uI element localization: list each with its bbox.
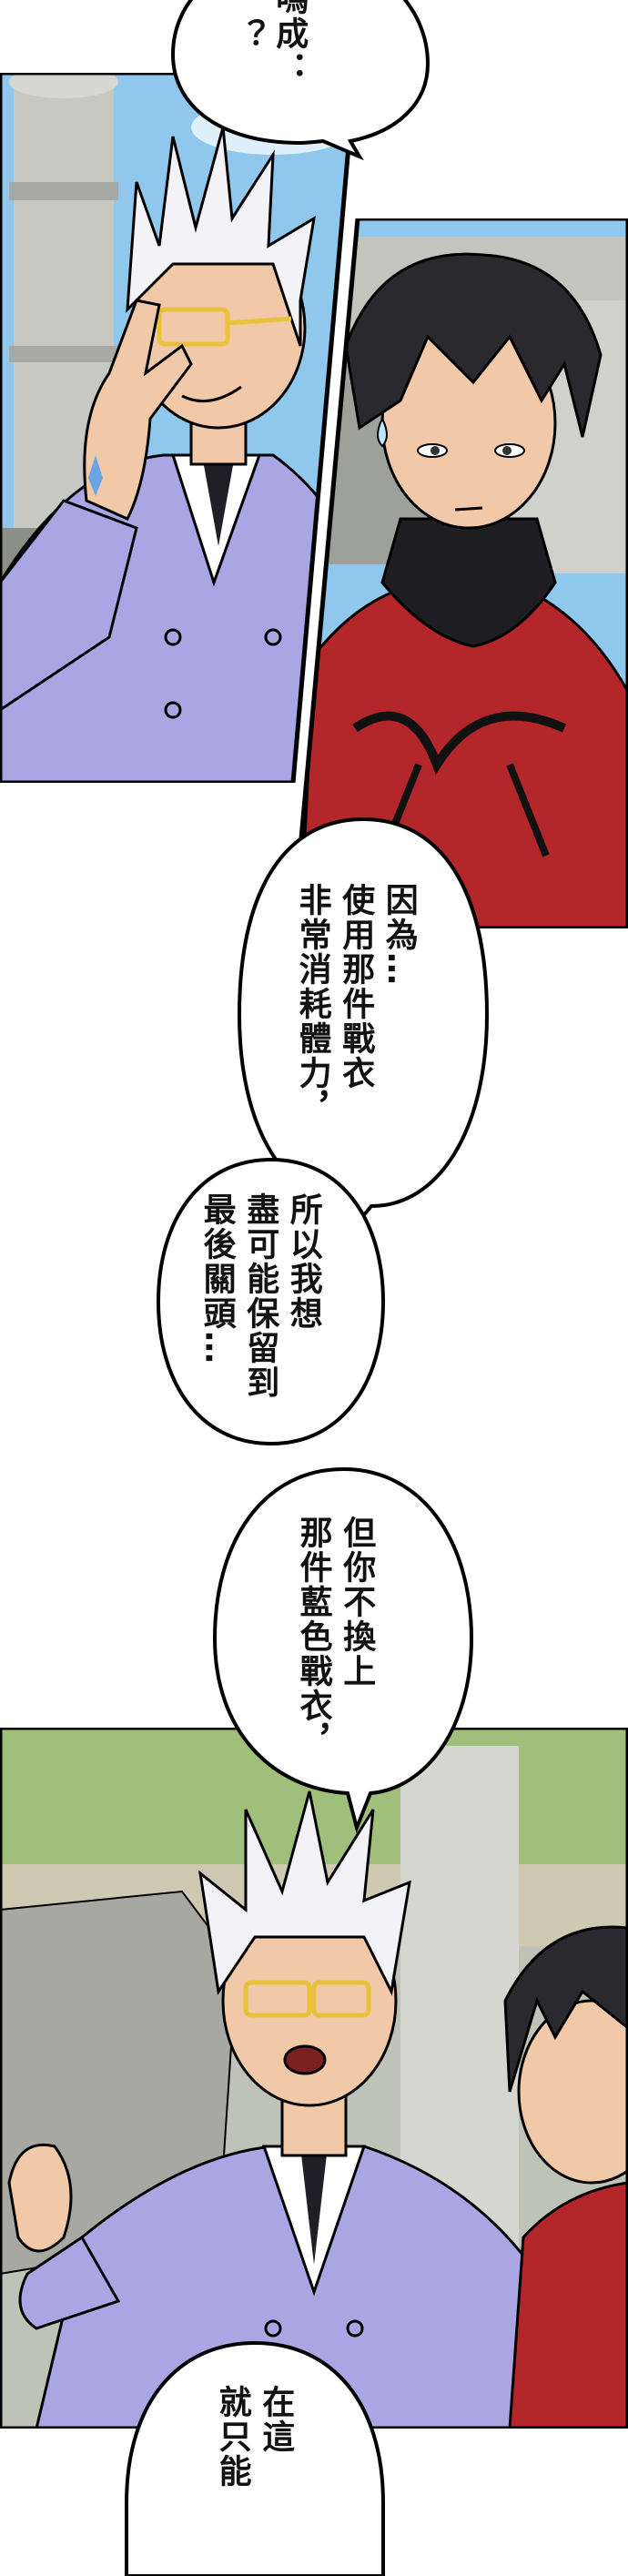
panel-2-art <box>290 218 628 928</box>
bubble-2-line-1: 所以我想 <box>284 1192 322 1331</box>
speech-bubble-1: 因為… 使用那件戰衣 非常消耗體力， <box>235 815 491 1227</box>
bubble-top-line-2: ？ <box>227 18 265 53</box>
bubble-1-line-2: 使用那件戰衣 <box>337 883 375 1090</box>
panel-3-art <box>0 1728 628 2429</box>
panel-3-conversation <box>0 1728 628 2429</box>
bubble-2-line-3: 最後關頭… <box>198 1192 236 1365</box>
bubble-top-line-1: 嗎成： <box>270 0 309 86</box>
speech-bubble-4-text: 在這 就只能 <box>213 2385 295 2489</box>
panel-1-art <box>0 73 358 783</box>
bubble-4-line-1: 在這 <box>257 2385 295 2454</box>
bubble-1-line-1: 因為… <box>380 883 418 987</box>
bubble-4-line-2: 就只能 <box>213 2385 251 2489</box>
speech-bubble-top: 嗎成： ？ <box>164 0 437 161</box>
speech-bubble-4: 在這 就只能 <box>123 2339 387 2576</box>
bubble-2-line-2: 盡可能保留到 <box>241 1192 279 1400</box>
speech-bubble-3-text: 但你不換上 那件藍色戰衣， <box>294 1516 376 1758</box>
panel-1-glasses-man <box>0 73 628 783</box>
speech-bubble-2: 所以我想 盡可能保留到 最後關頭… <box>155 1156 387 1447</box>
bubble-3-line-1: 但你不換上 <box>338 1516 376 1689</box>
speech-bubble-3: 但你不換上 那件藍色戰衣， <box>211 1465 475 1834</box>
panel-2-young-man <box>0 218 628 928</box>
speech-bubble-2-text: 所以我想 盡可能保留到 最後關頭… <box>198 1192 322 1400</box>
speech-bubble-top-text: 嗎成： ？ <box>227 0 309 109</box>
bubble-3-line-2: 那件藍色戰衣， <box>294 1516 332 1758</box>
speech-bubble-top-shape <box>170 0 430 161</box>
speech-bubble-3-shape <box>212 1466 474 1834</box>
speech-bubble-2-shape <box>156 1157 386 1446</box>
speech-bubble-1-text: 因為… 使用那件戰衣 非常消耗體力， <box>293 883 418 1125</box>
bubble-1-line-3: 非常消耗體力， <box>293 883 331 1125</box>
